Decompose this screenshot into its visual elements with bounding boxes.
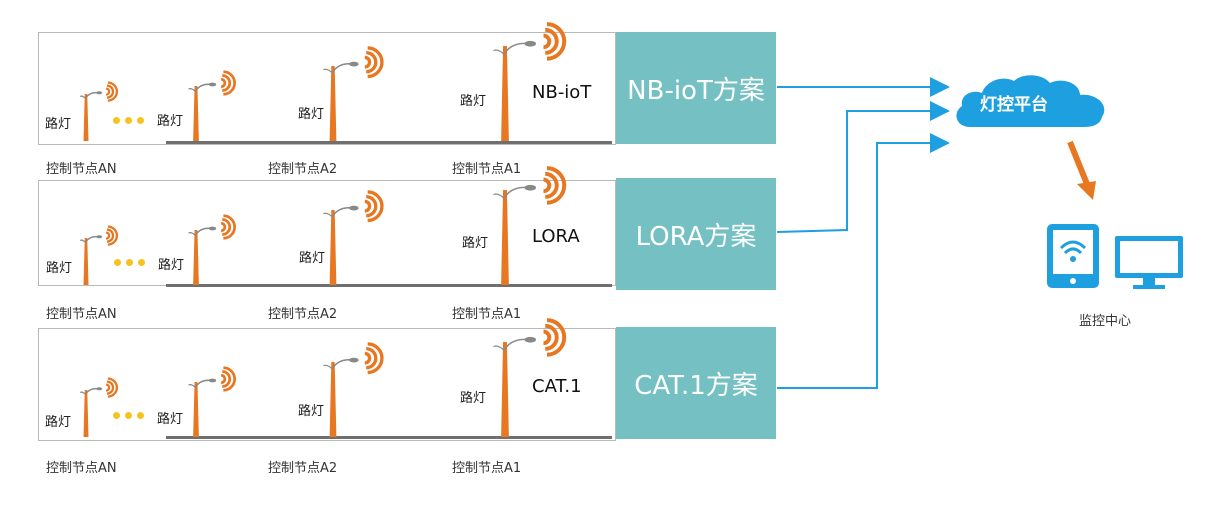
node-label-an: 控制节点AN	[46, 162, 117, 177]
lamp-label: 路灯	[157, 412, 184, 427]
street-lamp-icon	[188, 70, 236, 141]
street-lamp-icon	[188, 214, 236, 285]
ground-line	[166, 141, 612, 144]
street-lamp-icon	[79, 225, 119, 285]
street-lamp-icon	[493, 318, 567, 437]
scheme-box-lora: LORA方案	[616, 178, 776, 290]
street-lamp-icon	[323, 190, 384, 285]
lamp-label: 路灯	[157, 114, 184, 129]
node-label-a1: 控制节点A1	[452, 307, 522, 322]
node-label-a2: 控制节点A2	[268, 461, 338, 476]
tech-label-cat1: CAT.1	[532, 376, 582, 397]
street-lamp-icon	[493, 166, 567, 285]
scheme-box-cat1: CAT.1方案	[616, 327, 776, 439]
lamp-label: 路灯	[45, 415, 72, 430]
street-lamp-icon	[493, 22, 567, 141]
lamp-label: 路灯	[298, 404, 325, 419]
row-panel-cat1	[38, 328, 616, 441]
street-lamp-icon	[323, 342, 384, 437]
lamp-label: 路灯	[45, 117, 72, 132]
lamp-label: 路灯	[299, 251, 326, 266]
row-panel-nbiot	[38, 32, 616, 145]
arrow-to-monitor	[1067, 140, 1090, 186]
lamp-label: 路灯	[298, 107, 325, 122]
ellipsis-dots	[113, 117, 144, 124]
tech-label-lora: LORA	[532, 226, 580, 247]
tech-label-nbiot: NB-ioT	[532, 82, 592, 103]
monitor-label: 监控中心	[1079, 314, 1132, 329]
street-lamp-icon	[323, 46, 384, 141]
lamp-label: 路灯	[460, 94, 487, 109]
ground-line	[166, 284, 612, 287]
lamp-label: 路灯	[462, 236, 489, 251]
node-label-a2: 控制节点A2	[268, 162, 338, 177]
lamp-label: 路灯	[46, 261, 73, 276]
lamp-label: 路灯	[460, 391, 487, 406]
ellipsis-dots	[113, 412, 144, 419]
platform-label: 灯控平台	[980, 95, 1048, 115]
street-lamp-icon	[188, 366, 236, 437]
ground-line	[166, 436, 612, 439]
connector-cat1	[777, 133, 950, 389]
node-label-an: 控制节点AN	[46, 307, 117, 322]
connector-lora	[776, 101, 950, 233]
monitor-devices-icon	[1047, 224, 1183, 289]
node-label-an: 控制节点AN	[46, 461, 117, 476]
node-label-a1: 控制节点A1	[452, 162, 522, 177]
lamp-label: 路灯	[158, 258, 185, 273]
cloud-icon	[956, 75, 1105, 127]
ellipsis-dots	[114, 259, 145, 266]
node-label-a1: 控制节点A1	[452, 461, 522, 476]
node-label-a2: 控制节点A2	[268, 307, 338, 322]
scheme-box-nbiot: NB-ioT方案	[616, 32, 776, 144]
street-lamp-icon	[79, 81, 119, 141]
street-lamp-icon	[79, 377, 119, 437]
arrow-to-monitor-head	[1077, 181, 1096, 200]
